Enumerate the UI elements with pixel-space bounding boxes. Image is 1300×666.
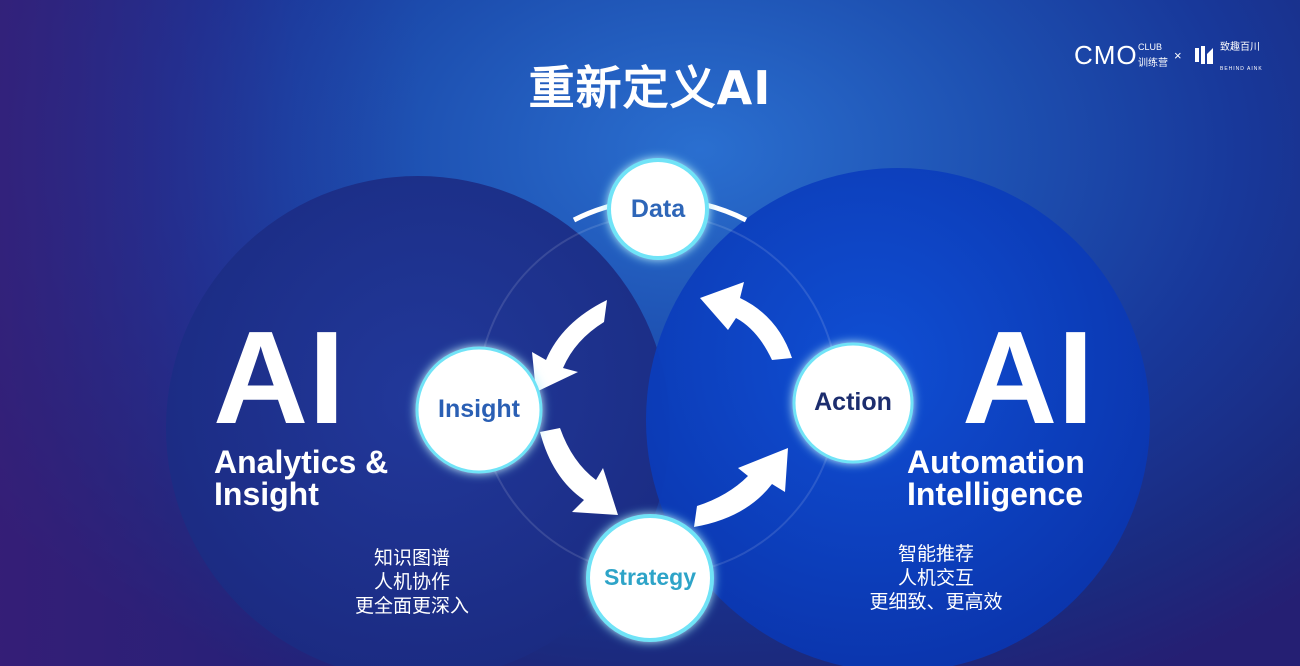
logo-club: CLUB [1138,42,1163,52]
node-data-label: Data [630,195,686,223]
node-strategy [586,514,714,642]
logo-partner-cn: 致趣百川 [1220,42,1260,53]
logo-separator: × [1174,48,1182,63]
left-feature-3: 更全面更深入 [354,595,469,617]
node-action-label: Action [814,388,892,416]
right-ai-heading: AI [962,304,1094,451]
right-feature-1: 智能推荐 [897,543,974,565]
right-subtitle-line1: Automation [907,444,1085,480]
left-ai-heading: AI [213,304,345,451]
partner-logo-icon [1195,46,1213,64]
logo-club-cn: 训练营 [1138,58,1168,69]
page-title: 重新定义AI [528,61,772,115]
left-feature-2: 人机协作 [373,571,450,593]
node-action [792,342,914,464]
right-feature-3: 更细致、更高效 [869,591,1003,613]
arrow-data-to-insight [532,300,607,392]
node-insight-label: Insight [438,395,520,423]
logo-partner-en: BEHIND AINK [1220,66,1263,72]
arrow-strategy-to-action [694,448,788,527]
brand-logo: CMO CLUB 训练营 × 致趣百川 BEHIND AINK [1074,40,1274,74]
right-subtitle-line2: Intelligence [907,476,1084,512]
node-strategy-label: Strategy [603,564,697,590]
left-subtitle-line2: Insight [214,476,319,512]
arrow-insight-to-strategy [540,428,618,515]
right-feature-2: 人机交互 [897,567,974,589]
node-data [607,158,709,260]
left-feature-1: 知识图谱 [373,547,450,569]
right-features: 智能推荐 人机交互 更细致、更高效 [836,542,1036,614]
left-subtitle-line1: Analytics & [214,444,389,480]
left-features: 知识图谱 人机协作 更全面更深入 [312,546,512,618]
logo-cmo: CMO [1074,40,1138,70]
node-insight [415,346,543,474]
arrow-action-to-data [700,282,792,360]
